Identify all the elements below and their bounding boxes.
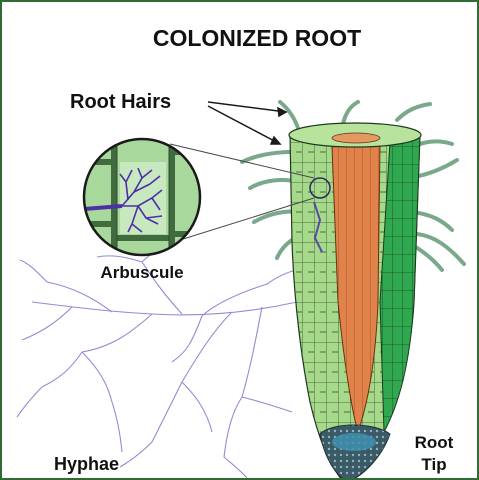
root-hairs-label: Root Hairs (70, 91, 171, 113)
diagram-title: COLONIZED ROOT (153, 25, 361, 51)
root-hairs-pointer (208, 102, 286, 144)
hyphae-label: Hyphae (54, 454, 119, 474)
root-tip-label-line2: Tip (421, 455, 446, 474)
root-tip-label-line1: Root (415, 433, 454, 452)
arbuscule-magnifier (72, 132, 212, 262)
arbuscule-label: Arbuscule (100, 263, 183, 282)
